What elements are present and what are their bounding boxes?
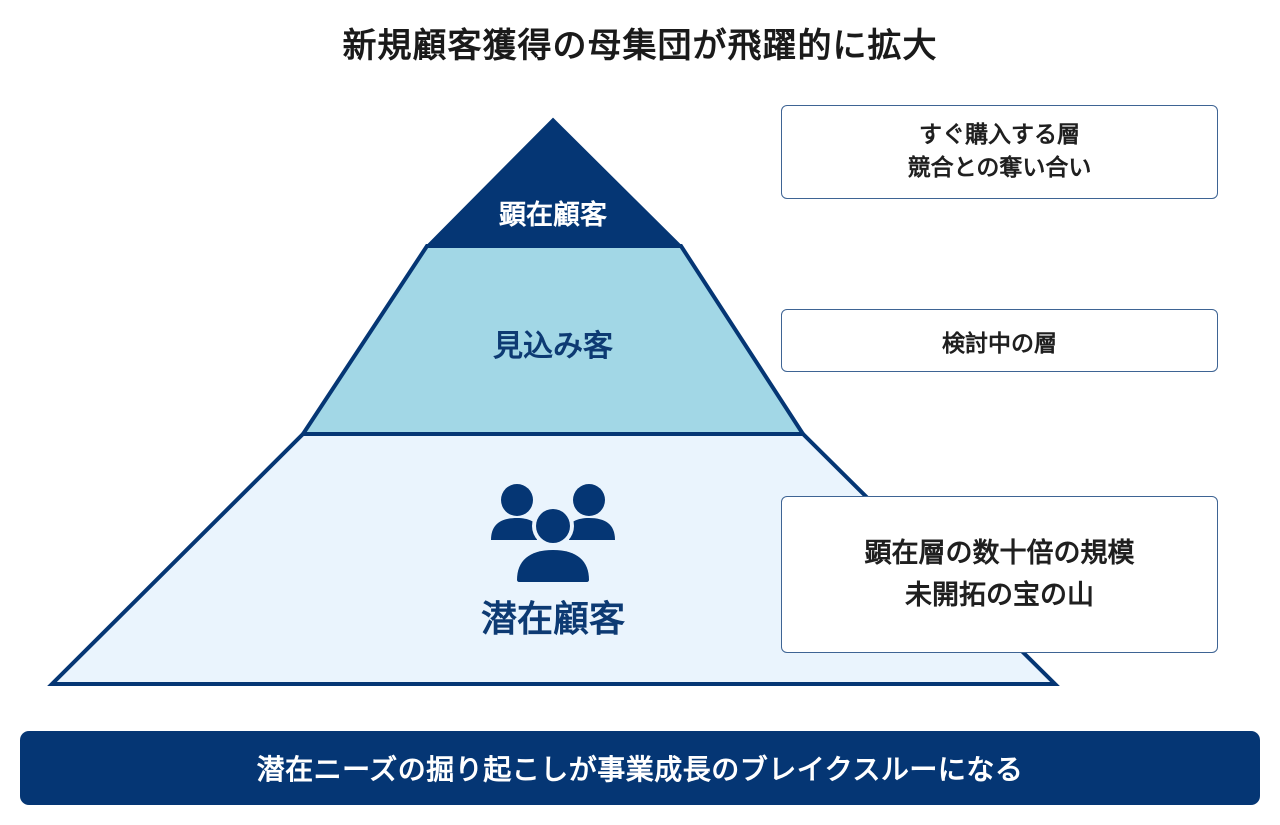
- layer-label-bottom: 潜在顧客: [480, 599, 626, 640]
- note-line: 顕在層の数十倍の規模: [864, 537, 1135, 569]
- pyramid-layer-top: [424, 117, 684, 247]
- conclusion-banner: 潜在ニーズの掘り起こしが事業成長のブレイクスルーになる: [20, 731, 1260, 805]
- note-line: 競合との奪い合い: [907, 155, 1092, 181]
- note-box-bottom-layer: 顕在層の数十倍の規模 未開拓の宝の山: [781, 496, 1218, 653]
- note-line: 検討中の層: [942, 330, 1057, 357]
- note-line: すぐ購入する層: [919, 122, 1080, 148]
- layer-label-top: 顕在顧客: [499, 200, 607, 231]
- note-line: 未開拓の宝の山: [905, 579, 1094, 611]
- conclusion-text: 潜在ニーズの掘り起こしが事業成長のブレイクスルーになる: [256, 753, 1024, 786]
- people-group-icon: [491, 484, 615, 582]
- layer-label-middle: 見込み客: [493, 329, 613, 364]
- note-box-middle-layer: 検討中の層: [781, 309, 1218, 372]
- note-box-top-layer: すぐ購入する層 競合との奪い合い: [781, 105, 1218, 199]
- diagram-title: 新規顧客獲得の母集団が飛躍的に拡大: [342, 26, 938, 66]
